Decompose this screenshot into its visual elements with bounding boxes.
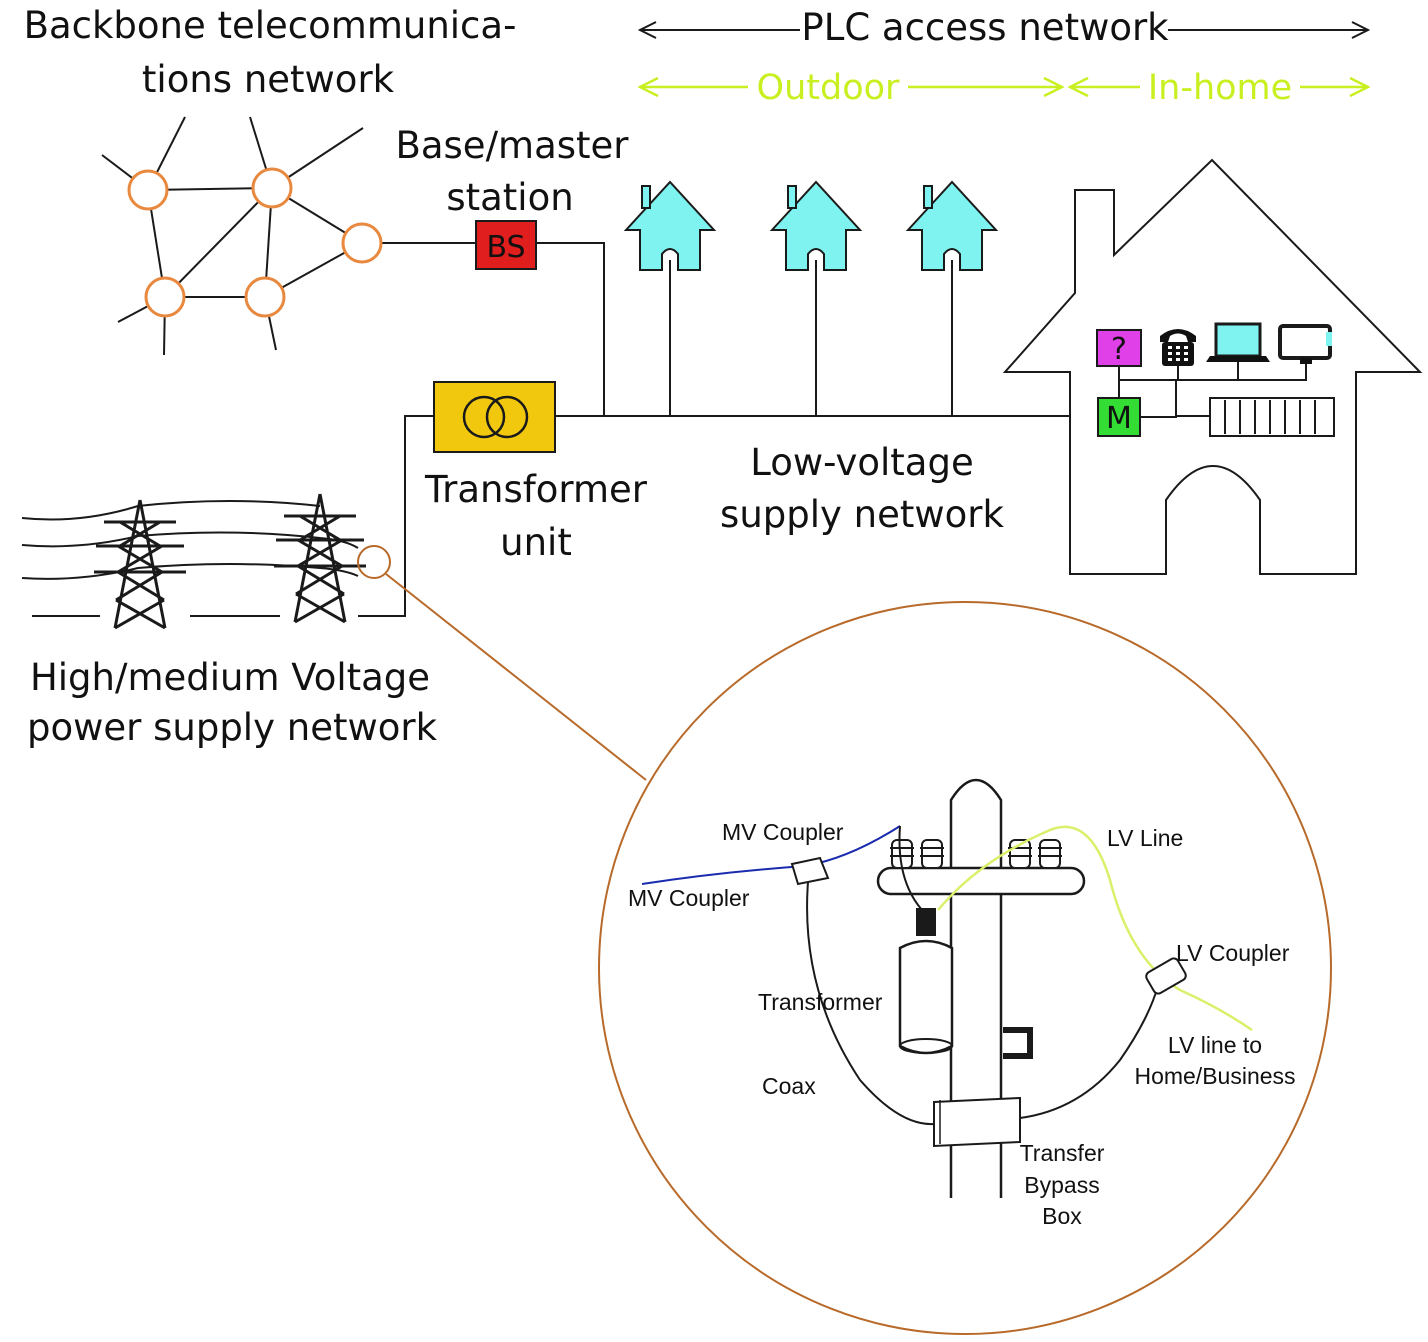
lv-network-label-line1: Low-voltage: [750, 441, 973, 484]
telephone-icon: [1160, 329, 1196, 366]
house-icon: [905, 180, 999, 416]
mv-coupler-icon: [790, 856, 830, 886]
modem-label: M: [1106, 401, 1132, 436]
lv-home-label-line2: Home/Business: [1134, 1063, 1295, 1089]
transformer-unit-box: [433, 381, 556, 453]
transformer-unit-label-line2: unit: [500, 521, 572, 564]
unknown-device-box: ?: [1096, 329, 1142, 367]
network-node-icon: [127, 169, 169, 211]
outlet-strip-icon: [1209, 397, 1335, 437]
plc-access-label: PLC access network: [801, 6, 1169, 49]
house-icon: [769, 180, 863, 416]
transfer-bypass-box-icon: [933, 1096, 1021, 1148]
hv-network-label-line2: power supply network: [27, 706, 438, 749]
lv-coupler-label: LV Coupler: [1176, 940, 1290, 966]
lv-line-label: LV Line: [1107, 825, 1183, 851]
lv-home-label-line1: LV line to: [1168, 1032, 1262, 1058]
lv-network-label-line2: supply network: [720, 493, 1004, 536]
base-station-label-line1: Base/master: [395, 124, 629, 167]
base-station-box: BS: [475, 220, 537, 270]
zoom-connector: [385, 573, 647, 781]
network-node-icon: [251, 167, 293, 209]
coax-label: Coax: [762, 1073, 816, 1099]
backbone-label-line1: Backbone telecommunica-: [24, 4, 517, 47]
home-building: [1002, 158, 1423, 575]
base-station-label-line2: station: [446, 176, 573, 219]
network-node-icon: [144, 276, 186, 318]
modem-box: M: [1097, 397, 1141, 437]
power-pylon-icon: [94, 499, 186, 630]
base-station-code: BS: [486, 230, 525, 265]
transformer-unit-label-line1: Transformer: [424, 468, 648, 511]
power-pylon-icon: [274, 493, 366, 624]
backbone-label-line2: tions network: [142, 58, 395, 101]
mv-coupler-top-label: MV Coupler: [722, 819, 844, 845]
unknown-device-label: ?: [1111, 332, 1127, 367]
bypass-label-line1: Transfer: [1020, 1140, 1105, 1166]
monitor-icon: [1278, 324, 1332, 364]
network-node-icon: [341, 222, 383, 264]
in-home-label: In-home: [1148, 68, 1292, 108]
detail-transformer-label: Transformer: [758, 989, 883, 1015]
outdoor-label: Outdoor: [757, 68, 900, 108]
lv-cable: [937, 825, 1253, 1032]
bypass-label-line2: Bypass: [1024, 1172, 1099, 1198]
network-node-icon: [244, 276, 286, 318]
zoom-focus-circle: [357, 545, 391, 579]
backbone-network: [101, 116, 396, 356]
laptop-icon: [1206, 322, 1270, 362]
lv-coupler-icon: [1145, 957, 1187, 995]
mv-coupler-left-label: MV Coupler: [628, 885, 750, 911]
house-icon: [623, 180, 717, 416]
bypass-label-line3: Box: [1042, 1203, 1082, 1229]
pole-transformer-icon: [898, 908, 954, 1055]
hv-network-label-line1: High/medium Voltage: [30, 656, 430, 699]
transformer-coils-icon: [462, 395, 529, 439]
coax-cable: [806, 881, 935, 1126]
